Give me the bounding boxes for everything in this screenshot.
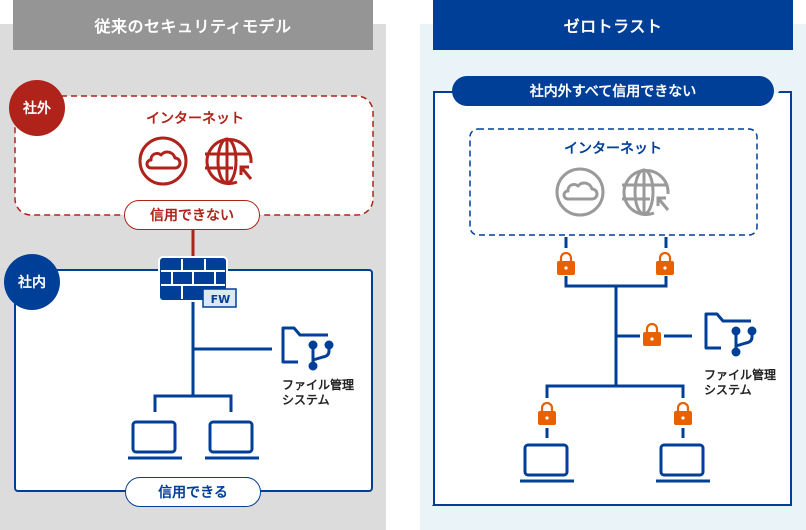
- zero-trust-diagram-lines: [431, 91, 792, 506]
- inside-badge: 社内: [4, 254, 60, 310]
- zero-trust-title: ゼロトラスト: [433, 0, 793, 50]
- file-system-label: ファイル管理 システム: [704, 368, 777, 397]
- lock-icon: [643, 322, 661, 346]
- trusted-pill: 信用できる: [125, 477, 261, 507]
- outside-badge: 社外: [9, 80, 65, 136]
- internet-zone-box: [469, 128, 758, 236]
- firewall-label: FW: [210, 292, 231, 306]
- traditional-model-title: 従来のセキュリティモデル: [13, 0, 373, 50]
- file-management-icon: [281, 326, 334, 371]
- cloud-icon: [555, 167, 605, 217]
- internet-label: インターネット: [564, 141, 662, 157]
- lock-icon: [656, 251, 674, 275]
- laptop-icon: [128, 420, 182, 460]
- laptop-icon: [656, 443, 710, 483]
- laptop-icon: [205, 420, 259, 460]
- file-system-label: ファイル管理 システム: [282, 378, 355, 407]
- zero-trust-network-lines: [545, 237, 692, 438]
- internet-label: インターネット: [146, 111, 244, 127]
- internal-network-lines: [153, 300, 272, 412]
- laptop-icon: [520, 443, 574, 483]
- globe-cursor-icon: [205, 137, 253, 185]
- file-management-icon: [704, 312, 757, 357]
- globe-cursor-icon: [622, 168, 670, 216]
- lock-icon: [557, 251, 575, 275]
- firewall-icon: [158, 256, 237, 308]
- all-untrusted-banner: 社内外すべて信用できない: [452, 76, 774, 106]
- untrusted-pill: 信用できない: [124, 200, 260, 230]
- lock-icon: [538, 401, 556, 425]
- lock-icon: [674, 401, 692, 425]
- cloud-icon: [138, 136, 188, 186]
